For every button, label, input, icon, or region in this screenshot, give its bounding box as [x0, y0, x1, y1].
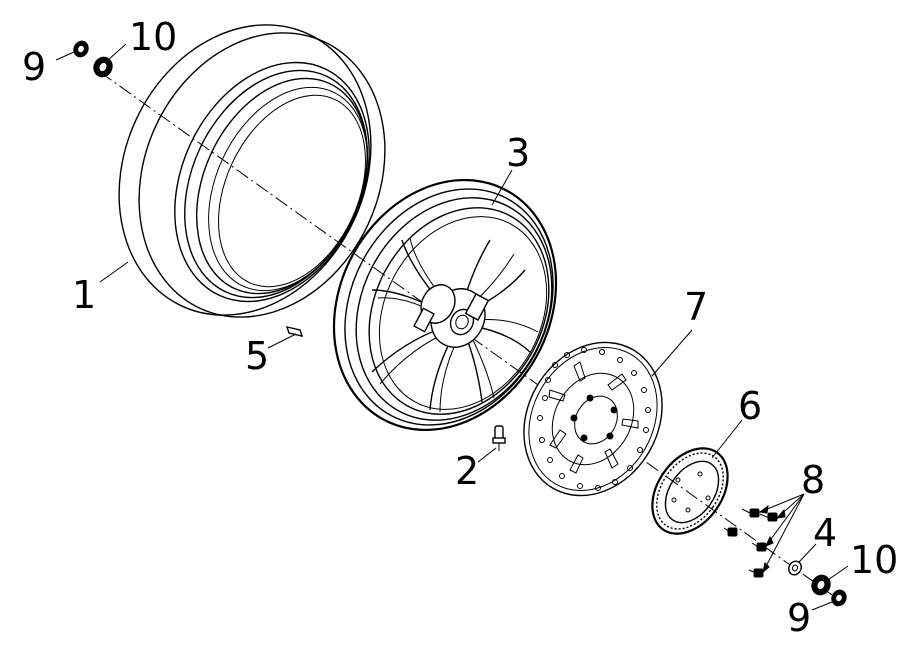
label-washer-right: 9 [787, 596, 812, 640]
bolt [751, 542, 767, 552]
spacer [788, 560, 802, 576]
label-washer-left: 9 [22, 45, 47, 89]
leader-3 [491, 169, 513, 206]
brake-disc [523, 341, 663, 497]
label-valve: 2 [455, 449, 480, 493]
leader-8 [758, 493, 805, 574]
leader-10-right [827, 565, 849, 581]
leader-10-left [107, 43, 127, 61]
label-spacer: 4 [813, 511, 838, 555]
disc-holes [537, 347, 651, 491]
label-bolts: 8 [801, 458, 826, 502]
leader-2 [477, 447, 497, 463]
washer-left [73, 40, 89, 58]
leader-7 [651, 329, 693, 377]
leader-5 [267, 333, 297, 349]
bolts [723, 508, 778, 578]
sprocket [651, 447, 729, 535]
rim-hub [413, 284, 490, 348]
bolt [741, 508, 760, 518]
label-sprocket: 6 [738, 384, 763, 428]
washer-right [831, 589, 847, 607]
valve-cap [285, 326, 304, 337]
label-rim: 3 [506, 131, 531, 175]
bolt [748, 568, 764, 578]
label-bearing-right: 10 [850, 538, 899, 582]
bearing-right [811, 574, 831, 596]
leader-1 [99, 261, 129, 283]
disc-bolt-holes [570, 394, 618, 442]
rim [332, 178, 558, 432]
valve [492, 425, 506, 451]
bolt [723, 527, 738, 537]
label-bearing-left: 10 [129, 15, 178, 59]
label-valve-cap: 5 [245, 334, 270, 378]
label-tire: 1 [72, 273, 97, 317]
disc-slots [548, 361, 639, 474]
label-disc: 7 [684, 285, 709, 329]
leader-9-right [811, 601, 833, 611]
bolt [759, 512, 778, 522]
leader-4 [798, 543, 817, 563]
leader-9-left [55, 51, 75, 61]
tire [118, 24, 386, 318]
bearing-left [93, 56, 113, 78]
leader-6 [711, 419, 743, 459]
